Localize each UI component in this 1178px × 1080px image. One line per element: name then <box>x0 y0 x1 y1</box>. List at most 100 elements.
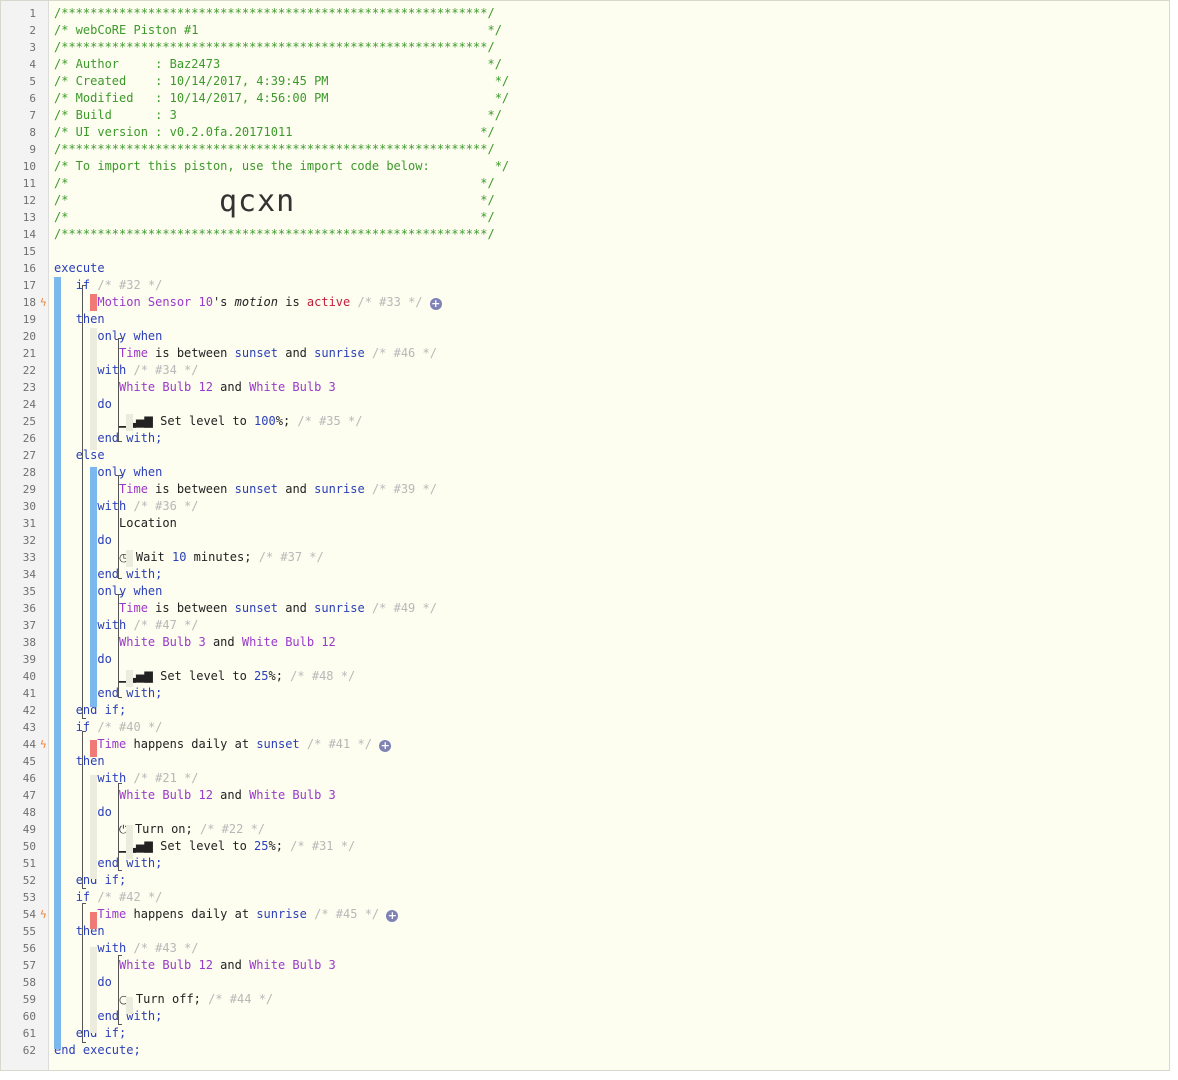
code-token[interactable]: Time <box>97 737 127 751</box>
code-line[interactable]: do <box>54 651 111 668</box>
code-line[interactable]: end with; <box>54 1008 162 1025</box>
trigger-marker-44[interactable] <box>90 740 97 757</box>
code-token[interactable]: White Bulb 12 <box>119 788 213 802</box>
code-line[interactable]: ▁▃▅▇ Set level to 25%; /* #31 */ <box>54 838 355 855</box>
code-line[interactable]: ▁▃▅▇ Set level to 100%; /* #35 */ <box>54 413 362 430</box>
code-line[interactable]: /* Author : Baz2473 */ <box>54 56 502 73</box>
code-token: end execute; <box>54 1043 141 1057</box>
code-line[interactable]: Time is between sunset and sunrise /* #3… <box>54 481 437 498</box>
code-line[interactable]: /* Modified : 10/14/2017, 4:56:00 PM */ <box>54 90 509 107</box>
code-line[interactable]: Time happens daily at sunrise /* #45 */ … <box>54 906 399 923</box>
code-line[interactable]: /* Build : 3 */ <box>54 107 502 124</box>
code-token: Set level to <box>152 669 255 683</box>
code-line[interactable]: /***************************************… <box>54 141 495 158</box>
code-line[interactable]: if /* #42 */ <box>54 889 163 906</box>
code-token: /* */ <box>54 193 495 207</box>
code-token[interactable]: Time <box>119 482 148 496</box>
line-number: 21 <box>22 347 36 360</box>
code-line[interactable]: do <box>54 974 111 991</box>
code-line[interactable]: ▁▃▅▇ Set level to 25%; /* #48 */ <box>54 668 355 685</box>
code-line[interactable]: /***************************************… <box>54 5 495 22</box>
code-line[interactable]: end with; <box>54 566 162 583</box>
code-line[interactable]: Motion Sensor 10's motion is active /* #… <box>54 294 442 311</box>
code-token: 10 <box>172 550 187 564</box>
code-line[interactable]: do <box>54 804 112 821</box>
code-token: only when <box>97 465 163 479</box>
code-line[interactable]: Location <box>54 515 177 532</box>
code-token[interactable]: White Bulb 12 <box>241 635 336 649</box>
code-line[interactable]: with /* #36 */ <box>54 498 198 515</box>
code-line[interactable]: /* */ <box>54 192 495 209</box>
code-line[interactable]: do <box>54 396 111 413</box>
code-line[interactable]: with /* #47 */ <box>54 617 198 634</box>
code-line[interactable]: White Bulb 12 and White Bulb 3 <box>54 379 336 396</box>
line-number: 26 <box>22 432 36 445</box>
code-line[interactable]: if /* #32 */ <box>54 277 163 294</box>
code-line[interactable]: only when <box>54 464 162 481</box>
code-line[interactable]: /* UI version : v0.2.0fa.20171011 */ <box>54 124 495 141</box>
code-line[interactable]: end execute; <box>54 1042 141 1059</box>
code-line[interactable]: with /* #43 */ <box>54 940 198 957</box>
code-line[interactable]: ◷ Wait 10 minutes; /* #37 */ <box>54 549 324 566</box>
code-token: do <box>97 805 112 819</box>
code-line[interactable]: White Bulb 3 and White Bulb 12 <box>54 634 336 651</box>
code-line[interactable]: end with; <box>54 685 162 702</box>
code-token[interactable]: Time <box>119 346 148 360</box>
code-line[interactable]: with /* #34 */ <box>54 362 198 379</box>
signal-bars-icon: ▁▃▅▇ <box>119 840 153 853</box>
add-condition-icon[interactable]: + <box>379 739 392 752</box>
code-line[interactable]: /* */ <box>54 175 495 192</box>
code-token[interactable]: White Bulb 12 <box>119 958 213 972</box>
code-line[interactable]: then <box>54 311 105 328</box>
code-token: /* #45 */ <box>314 907 380 921</box>
code-line[interactable]: /***************************************… <box>54 39 495 56</box>
code-line[interactable]: /* */ <box>54 209 495 226</box>
add-condition-icon[interactable]: + <box>386 909 399 922</box>
code-line[interactable]: ⏻ Turn on; /* #22 */ <box>54 821 265 838</box>
line-number: 40 <box>22 670 36 683</box>
trigger-marker-18[interactable] <box>90 294 97 311</box>
code-token[interactable]: White Bulb 3 <box>249 958 336 972</box>
code-token: /* #39 */ <box>371 482 437 496</box>
code-token: with <box>97 941 127 955</box>
code-token[interactable]: Time <box>97 907 127 921</box>
code-token[interactable]: Time <box>119 601 148 615</box>
code-token[interactable]: Motion Sensor 10 <box>97 295 213 309</box>
code-line[interactable]: White Bulb 12 and White Bulb 3 <box>54 787 336 804</box>
code-token: with <box>97 363 127 377</box>
line-number: 50 <box>22 840 36 853</box>
with34-bracket <box>118 338 122 442</box>
code-line[interactable]: only when <box>54 328 162 345</box>
code-line[interactable]: Time happens daily at sunset /* #41 */ + <box>54 736 392 753</box>
line-number: 7 <box>29 109 36 122</box>
code-line[interactable]: Time is between sunset and sunrise /* #4… <box>54 600 437 617</box>
line-number: 5 <box>29 75 36 88</box>
line-number: 14 <box>22 228 36 241</box>
code-line[interactable]: ○ Turn off; /* #44 */ <box>54 991 273 1008</box>
code-line[interactable]: end with; <box>54 855 162 872</box>
code-line[interactable]: if /* #40 */ <box>54 719 163 736</box>
code-line[interactable]: /* Created : 10/14/2017, 4:39:45 PM */ <box>54 73 509 90</box>
code-line[interactable]: then <box>54 753 105 770</box>
code-line[interactable]: White Bulb 12 and White Bulb 3 <box>54 957 336 974</box>
code-token[interactable]: White Bulb 3 <box>249 380 336 394</box>
code-line[interactable]: Time is between sunset and sunrise /* #4… <box>54 345 437 362</box>
code-line[interactable]: with /* #21 */ <box>54 770 198 787</box>
code-line[interactable]: /* webCoRE Piston #1 */ <box>54 22 502 39</box>
trigger-marker-54[interactable] <box>90 912 97 929</box>
code-token: /* */ <box>54 210 495 224</box>
code-line[interactable]: /***************************************… <box>54 226 495 243</box>
code-token[interactable]: White Bulb 12 <box>119 380 213 394</box>
code-line[interactable]: execute <box>54 260 105 277</box>
code-line[interactable]: else <box>54 447 105 464</box>
code-line[interactable]: /* To import this piston, use the import… <box>54 158 509 175</box>
code-line[interactable]: end with; <box>54 430 162 447</box>
code-line[interactable]: then <box>54 923 105 940</box>
code-token[interactable]: White Bulb 3 <box>119 635 206 649</box>
code-token: /* #32 */ <box>97 278 163 292</box>
code-line[interactable]: only when <box>54 583 162 600</box>
code-line[interactable]: do <box>54 532 111 549</box>
code-token[interactable]: White Bulb 3 <box>249 788 336 802</box>
add-condition-icon[interactable]: + <box>429 297 442 310</box>
